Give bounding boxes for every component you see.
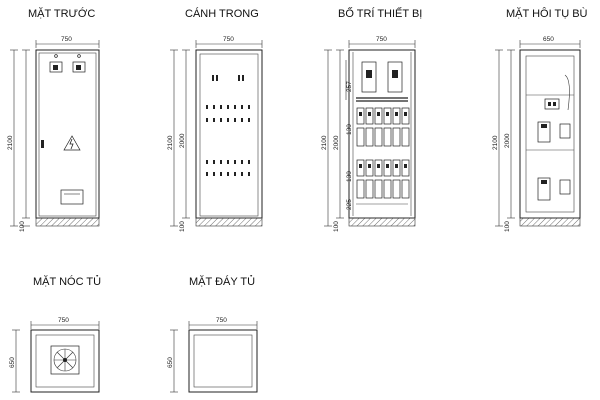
inner-cabinet-body xyxy=(195,49,263,219)
layout-view-title: BỐ TRÍ THIẾT BỊ xyxy=(338,6,422,20)
top-depth-dim: 650 xyxy=(9,357,16,368)
side-view-title: MẶT HÔI TỤ BÙ xyxy=(506,7,588,20)
front-width-dim: 750 xyxy=(61,36,72,43)
side-total-dim: 2100 xyxy=(492,135,499,150)
layout-base-plinth xyxy=(348,217,416,227)
side-terminal-block xyxy=(544,98,560,110)
layout-vdim-3: 130 xyxy=(346,171,353,182)
side-base-plinth xyxy=(519,217,581,227)
inner-width-dim: 750 xyxy=(223,36,234,43)
layout-base-dim: 100 xyxy=(333,221,340,232)
capacitor-bank-row-1 xyxy=(356,107,410,147)
side-view: MẶT HÔI TỤ BÙ 650 2100 2000 100 xyxy=(492,7,588,232)
capacitor-bank-row-2 xyxy=(356,159,410,199)
front-nameplate xyxy=(60,189,84,205)
layout-vdim-4: 225 xyxy=(346,199,353,210)
bottom-cabinet-outline xyxy=(188,329,258,393)
side-width-dim: 650 xyxy=(543,36,554,43)
bottom-view-title: MẶT ĐÁY TỦ xyxy=(189,275,255,288)
inner-total-dim: 2100 xyxy=(167,135,174,150)
top-cabinet-outline xyxy=(30,329,100,393)
equipment-layout-view: BỐ TRÍ THIẾT BỊ 750 140 140 xyxy=(321,6,422,232)
front-base-dim: 100 xyxy=(19,221,26,232)
inner-base-plinth xyxy=(195,217,263,227)
inner-door-view: CÁNH TRONG 750 xyxy=(167,7,263,232)
layout-vdim-2: 130 xyxy=(346,124,353,135)
side-height-dim: 2000 xyxy=(504,133,511,148)
layout-height-dim: 2000 xyxy=(333,135,340,150)
inner-slot-row-1 xyxy=(206,105,250,122)
front-view-title: MẶT TRƯỚC xyxy=(28,7,95,20)
bottom-view: MẶT ĐÁY TỦ 750 650 xyxy=(167,275,258,393)
inner-view-title: CÁNH TRONG xyxy=(185,7,259,20)
top-view: MẶT NÓC TỦ 750 650 xyxy=(9,275,101,393)
side-base-dim: 100 xyxy=(504,221,511,232)
bottom-depth-dim: 650 xyxy=(167,357,174,368)
front-base-plinth xyxy=(35,217,100,227)
front-view: MẶT TRƯỚC 750 2100 100 xyxy=(7,7,100,232)
inner-height-dim: 2000 xyxy=(179,133,186,148)
inner-base-dim: 100 xyxy=(179,221,186,232)
top-view-title: MẶT NÓC TỦ xyxy=(33,275,101,288)
top-width-dim: 750 xyxy=(58,317,69,324)
layout-width-dim: 750 xyxy=(376,36,387,43)
inner-slot-row-2 xyxy=(206,160,250,176)
bottom-width-dim: 750 xyxy=(216,317,227,324)
layout-total-dim: 2100 xyxy=(321,135,328,150)
front-total-dim: 2100 xyxy=(7,135,14,150)
front-door-handle xyxy=(41,140,44,148)
warning-sign-icon xyxy=(63,135,81,151)
layout-vdim-1: 257 xyxy=(346,81,353,92)
